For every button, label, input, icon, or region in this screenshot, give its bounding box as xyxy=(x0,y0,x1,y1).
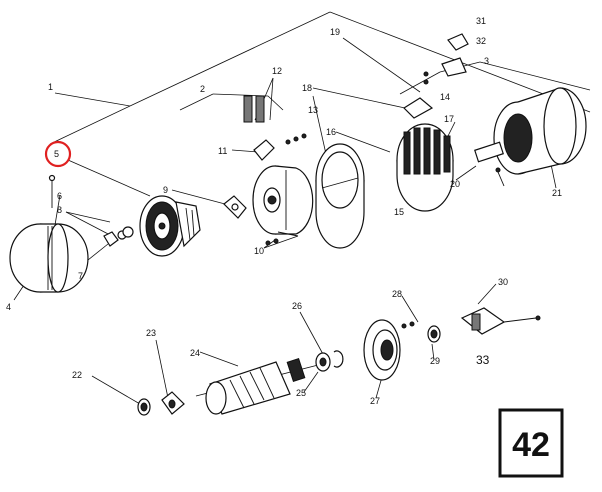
label-13: 13 xyxy=(308,105,318,115)
label-30: 30 xyxy=(498,277,508,287)
stator-housing-part xyxy=(315,143,365,249)
bearing-29-part xyxy=(427,325,441,343)
label-23: 23 xyxy=(146,328,156,338)
label-9: 9 xyxy=(163,185,168,195)
end-shield-27-part xyxy=(363,319,415,381)
label-21: 21 xyxy=(552,188,562,198)
label-29: 29 xyxy=(430,356,440,366)
label-3: 3 xyxy=(484,56,489,66)
label-28: 28 xyxy=(392,289,402,299)
label-1: 1 xyxy=(48,82,53,92)
label-2: 2 xyxy=(200,84,205,94)
screw-and-washer-parts xyxy=(48,174,134,247)
badge-number: 42 xyxy=(512,426,550,464)
label-27: 27 xyxy=(370,396,380,406)
label-7: 7 xyxy=(78,271,83,281)
clip-parts xyxy=(441,33,469,77)
part-labels: 1 2 3 4 5 6 7 8 9 10 11 12 13 14 15 16 1… xyxy=(6,16,562,406)
label-24: 24 xyxy=(190,348,200,358)
bearing-shield-part xyxy=(243,95,314,246)
label-31: 31 xyxy=(476,16,486,26)
label-19: 19 xyxy=(330,27,340,37)
motor-frame-part xyxy=(474,87,587,187)
label-15: 15 xyxy=(394,207,404,217)
label-20: 20 xyxy=(450,179,460,189)
label-25: 25 xyxy=(296,388,306,398)
rotor-24-part xyxy=(195,358,331,415)
label-5: 5 xyxy=(54,149,59,159)
label-6: 6 xyxy=(57,191,62,201)
label-11: 11 xyxy=(218,146,227,156)
fan-part xyxy=(139,195,247,257)
label-10: 10 xyxy=(254,246,264,256)
brush-holder-30-part xyxy=(460,307,541,335)
label-26: 26 xyxy=(292,301,302,311)
spacer-23-part xyxy=(161,391,185,415)
label-12: 12 xyxy=(272,66,282,76)
stator-winding-part xyxy=(396,71,454,212)
lower-leader-lines xyxy=(91,283,497,405)
label-18: 18 xyxy=(302,83,312,93)
page-badge: 42 xyxy=(498,408,564,478)
end-cover-part xyxy=(9,223,89,293)
label-33: 33 xyxy=(476,353,490,367)
bearing-22-part xyxy=(137,398,151,416)
label-14: 14 xyxy=(440,92,450,102)
label-8: 8 xyxy=(57,205,62,215)
highlight-circle xyxy=(44,140,72,168)
label-16: 16 xyxy=(326,127,336,137)
label-22: 22 xyxy=(72,370,82,380)
label-32: 32 xyxy=(476,36,486,46)
label-4: 4 xyxy=(6,302,11,312)
label-17: 17 xyxy=(444,114,454,124)
bearing-25-26-parts xyxy=(315,350,344,372)
